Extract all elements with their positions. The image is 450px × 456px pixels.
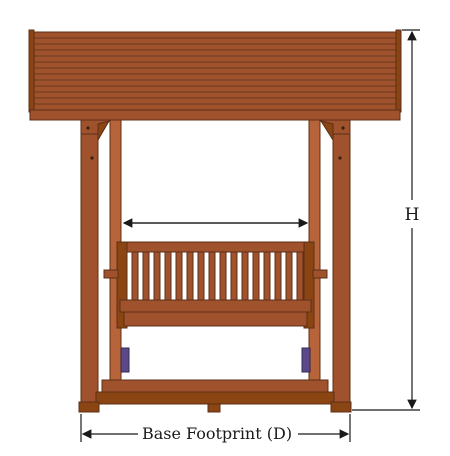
hardware-right bbox=[301, 347, 311, 373]
bench-side-right bbox=[303, 241, 315, 329]
base-footprint-label: Base Footprint (D) bbox=[142, 424, 292, 443]
roof-end-right bbox=[395, 29, 402, 113]
post-front-right bbox=[332, 119, 351, 411]
bench-arm-left bbox=[103, 269, 119, 279]
roof-end-left bbox=[28, 29, 35, 113]
height-dimension bbox=[352, 29, 420, 411]
bench-seat bbox=[119, 299, 312, 313]
post-front-left bbox=[80, 119, 99, 411]
roof-fascia bbox=[29, 109, 401, 121]
base-frame bbox=[78, 379, 352, 413]
base-block-center bbox=[207, 403, 221, 413]
base-dimension bbox=[80, 414, 351, 442]
bench-arm-right bbox=[312, 269, 328, 279]
brace-right bbox=[318, 119, 351, 160]
roof bbox=[28, 29, 402, 121]
bench-back-rail bbox=[123, 241, 308, 253]
swing-bench bbox=[103, 241, 328, 329]
brace-left bbox=[80, 119, 112, 160]
base-foot-right bbox=[330, 401, 352, 413]
height-label: H bbox=[405, 205, 420, 225]
base-foot-left bbox=[78, 401, 100, 413]
bench-side-left bbox=[116, 241, 128, 329]
roof-slats bbox=[33, 37, 397, 105]
hardware-left bbox=[120, 347, 130, 373]
bench-seat-front bbox=[123, 311, 308, 327]
bench-spindles bbox=[131, 251, 304, 303]
